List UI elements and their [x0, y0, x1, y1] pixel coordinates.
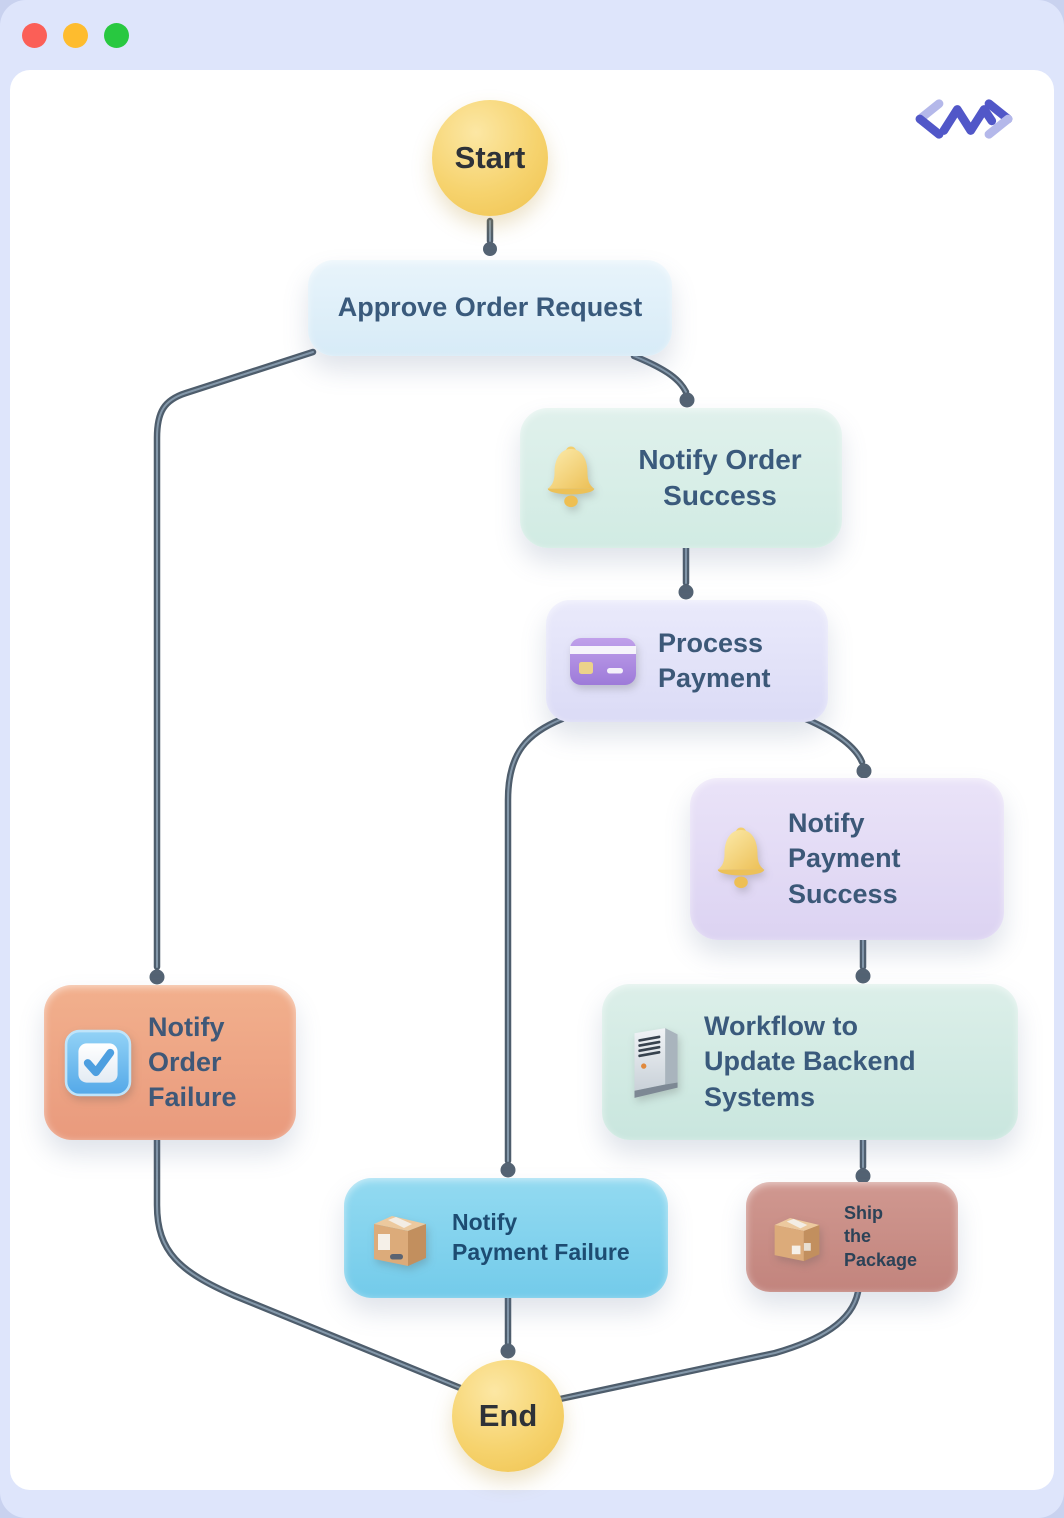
node-label-line: Notify [452, 1209, 518, 1236]
credit-card-icon [566, 631, 642, 691]
node-label-line: Success [788, 878, 898, 909]
node-label-line: Failure [148, 1082, 237, 1113]
brand-logo-icon [915, 99, 1013, 139]
package-icon [364, 1204, 436, 1272]
node-label-line: Update Backend [704, 1046, 916, 1077]
node-label-line: Payment Failure [452, 1239, 630, 1265]
node-process-payment[interactable]: Process Payment [546, 600, 828, 722]
node-notify-order-success[interactable]: Notify Order Success [520, 408, 842, 548]
node-label-line: Workflow to [704, 1011, 858, 1042]
node-label: Approve Order Request [337, 292, 643, 323]
node-label-line: Package [844, 1249, 918, 1270]
node-label-line: Notify [788, 808, 865, 839]
package-icon [766, 1207, 828, 1267]
close-button[interactable] [22, 22, 47, 48]
bell-icon [710, 824, 772, 894]
node-label-line: Systems [704, 1081, 816, 1112]
start-label: Start [454, 140, 526, 175]
node-notify-payment-success[interactable]: Notify Payment Success [690, 778, 1004, 940]
node-label-line: Order [148, 1046, 222, 1077]
node-ship-the-package[interactable]: Ship the Package [746, 1182, 958, 1292]
window-titlebar [0, 0, 1064, 70]
minimize-button[interactable] [63, 22, 88, 48]
node-label-line: Payment [788, 843, 901, 874]
node-label-line: Notify [148, 1011, 225, 1042]
node-workflow-update-backend-systems[interactable]: Workflow to Update Backend Systems [602, 984, 1018, 1140]
node-approve-order-request[interactable]: Approve Order Request [308, 260, 672, 356]
node-notify-payment-failure[interactable]: Notify Payment Failure [344, 1178, 668, 1298]
checkbox-icon [64, 1029, 132, 1097]
server-icon [622, 1021, 688, 1103]
end-node[interactable]: End [452, 1360, 564, 1472]
start-node[interactable]: Start [432, 100, 548, 216]
node-notify-order-failure[interactable]: Notify Order Failure [44, 985, 296, 1140]
end-label: End [478, 1398, 538, 1433]
node-label-line: Payment [658, 663, 771, 693]
maximize-button[interactable] [104, 22, 129, 48]
node-label-line: the [844, 1226, 871, 1247]
node-label-line: Notify Order [638, 443, 802, 475]
node-label-line: Process [658, 627, 764, 658]
bell-icon [540, 443, 602, 513]
node-label-line: Ship [844, 1202, 883, 1223]
node-label-line: Success [663, 480, 777, 511]
